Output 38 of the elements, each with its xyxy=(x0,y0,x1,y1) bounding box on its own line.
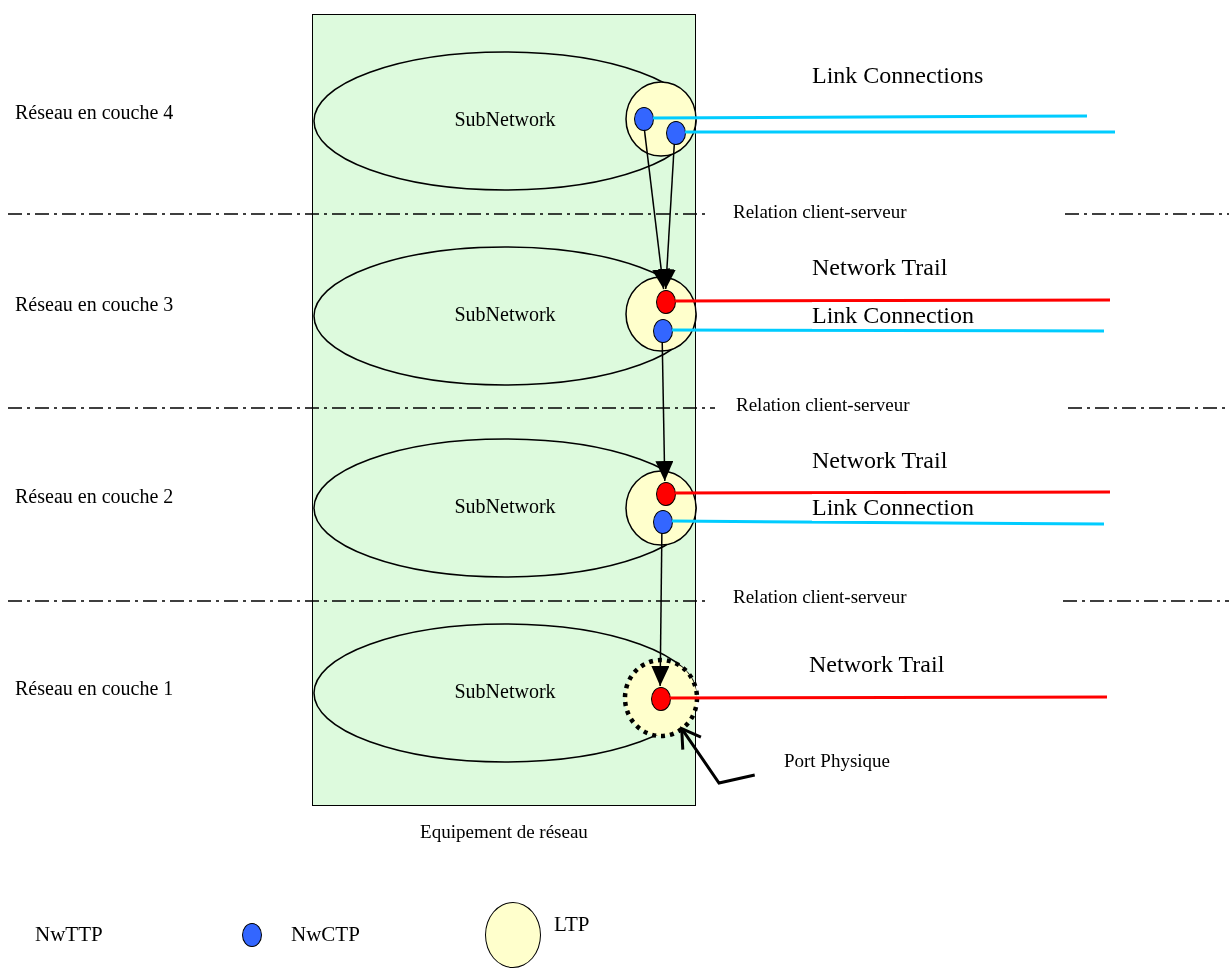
arrow xyxy=(657,143,676,290)
relation-label: Relation client-serveur xyxy=(733,586,907,608)
edge-label: Link Connection xyxy=(812,302,974,329)
layer-label: Réseau en couche 3 xyxy=(15,293,174,316)
relation-label: Relation client-serveur xyxy=(733,201,907,223)
arrow xyxy=(655,341,674,482)
layer-label: Réseau en couche 1 xyxy=(15,677,174,700)
ltp-circle xyxy=(625,81,697,157)
subnetwork-label: SubNetwork xyxy=(453,108,557,131)
layer-label: Réseau en couche 2 xyxy=(15,485,174,508)
arrow xyxy=(643,129,671,290)
connection-line xyxy=(672,519,1104,526)
callout-text: Port Physique xyxy=(783,750,890,772)
relation-label: Relation client-serveur xyxy=(736,394,910,416)
connection-line xyxy=(675,490,1110,495)
subnetwork-label: SubNetwork xyxy=(453,303,557,326)
connection-line xyxy=(685,130,1115,134)
arrow xyxy=(680,727,756,785)
subnetwork-ellipse xyxy=(313,623,697,763)
edge-label: Link Connection xyxy=(812,494,974,521)
connection-line xyxy=(675,298,1110,303)
legend-label: NwTTP xyxy=(35,922,103,947)
subnetwork-ellipse xyxy=(313,51,697,191)
equipment-caption: Equipement de réseau xyxy=(419,821,589,843)
legend-label: LTP xyxy=(554,912,590,937)
connection-line xyxy=(672,328,1104,333)
legend-label: NwCTP xyxy=(291,922,360,947)
arrow xyxy=(651,532,670,687)
subnetwork-ellipse xyxy=(313,438,697,578)
ltp-circle xyxy=(624,659,698,737)
subnetwork-label: SubNetwork xyxy=(453,680,557,703)
layer-label: Réseau en couche 4 xyxy=(15,101,174,124)
connection-line xyxy=(653,114,1087,120)
connection-line xyxy=(670,695,1107,700)
ltp-circle xyxy=(625,276,697,352)
subnetwork-ellipse xyxy=(313,246,697,386)
ltp-circle xyxy=(625,470,697,546)
subnetwork-label: SubNetwork xyxy=(453,495,557,518)
